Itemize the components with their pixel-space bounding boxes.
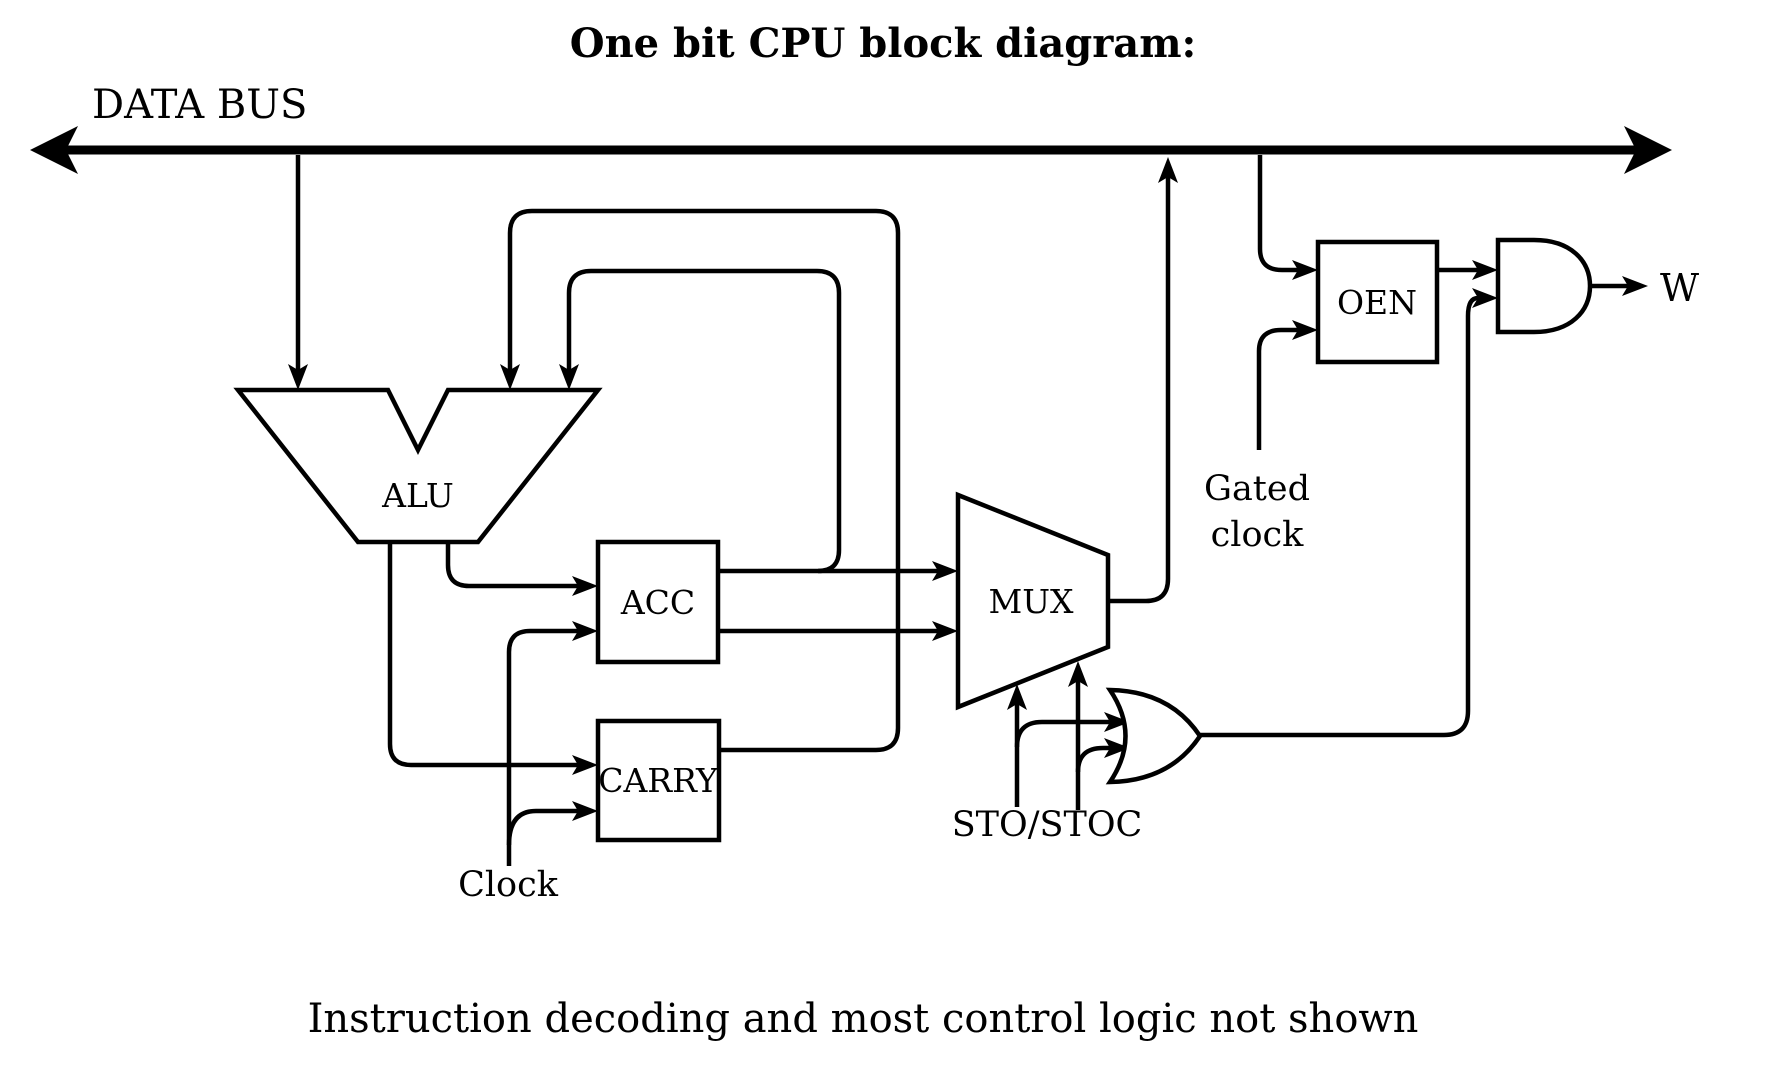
- sto-stoc-label: STO/STOC: [952, 805, 1143, 845]
- wire-clock-to-carry: [506, 801, 598, 846]
- wire-select1-to-or: [1014, 712, 1130, 748]
- wire-select2-to-or: [1075, 738, 1130, 773]
- alu-label: ALU: [381, 476, 454, 515]
- wire-carry-feedback-to-alu: [500, 208, 901, 753]
- oen-label: OEN: [1337, 283, 1417, 322]
- and-gate: [1495, 237, 1593, 335]
- mux-block: [955, 491, 1111, 711]
- clock-label: Clock: [458, 865, 559, 905]
- wire-clock-to-acc: [506, 621, 598, 866]
- wire-gated-clock-to-oen: [1256, 320, 1318, 450]
- diagram-title: One bit CPU block diagram:: [570, 20, 1197, 67]
- gated-clock-label-line1: Gated: [1204, 469, 1310, 509]
- data-bus-label: DATA BUS: [92, 82, 307, 128]
- wire-bus-to-oen: [1257, 155, 1318, 280]
- gated-clock-label-line2: clock: [1211, 515, 1304, 555]
- oen-block: [1315, 239, 1440, 365]
- acc-label: ACC: [620, 583, 695, 622]
- wire-alu-to-carry: [387, 544, 598, 775]
- wire-mux-to-bus: [1108, 157, 1178, 604]
- wire-or-to-and: [1200, 288, 1498, 738]
- w-output-label: W: [1660, 266, 1699, 310]
- acc-block: [595, 539, 721, 665]
- carry-label: CARRY: [598, 761, 719, 800]
- or-gate: [1105, 687, 1203, 785]
- wire-alu-to-acc: [445, 544, 598, 596]
- alu-block: [233, 387, 603, 545]
- mux-label: MUX: [988, 582, 1074, 621]
- wire-acc-feedback-to-alu: [559, 268, 842, 574]
- diagram-caption: Instruction decoding and most control lo…: [308, 996, 1419, 1042]
- carry-block: [595, 718, 722, 843]
